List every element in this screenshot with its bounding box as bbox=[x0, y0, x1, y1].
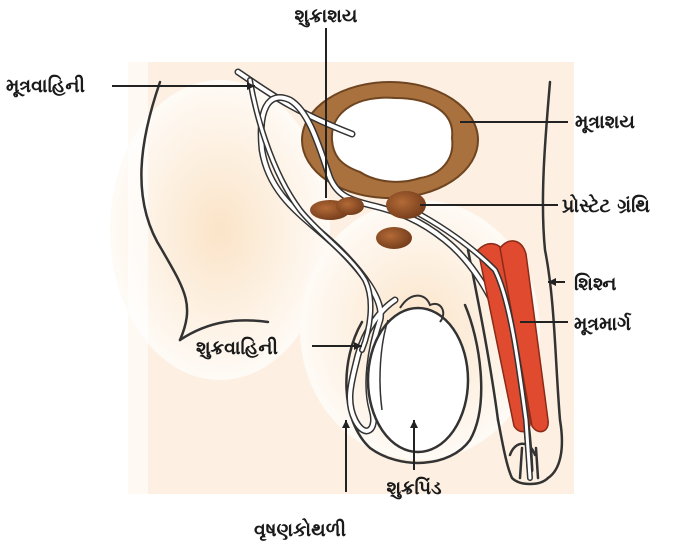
label-vas-deferens: શુક્રવાહિની bbox=[196, 337, 279, 359]
label-scrotum: વૃષણકોથળી bbox=[254, 518, 347, 541]
label-prostate: પ્રોસ્ટેટ ગ્રંથિ bbox=[562, 194, 650, 217]
label-seminal-vesicle: શુક્રાશય bbox=[295, 5, 358, 27]
label-ureter: મૂત્રવાહિની bbox=[6, 75, 86, 97]
label-testis: શુક્રપિંડ bbox=[386, 477, 442, 499]
label-penis: શિશ્ન bbox=[574, 273, 616, 295]
label-urethra: મૂત્રમાર્ગ bbox=[574, 312, 632, 335]
label-bladder: મૂત્રાશય bbox=[575, 111, 635, 133]
